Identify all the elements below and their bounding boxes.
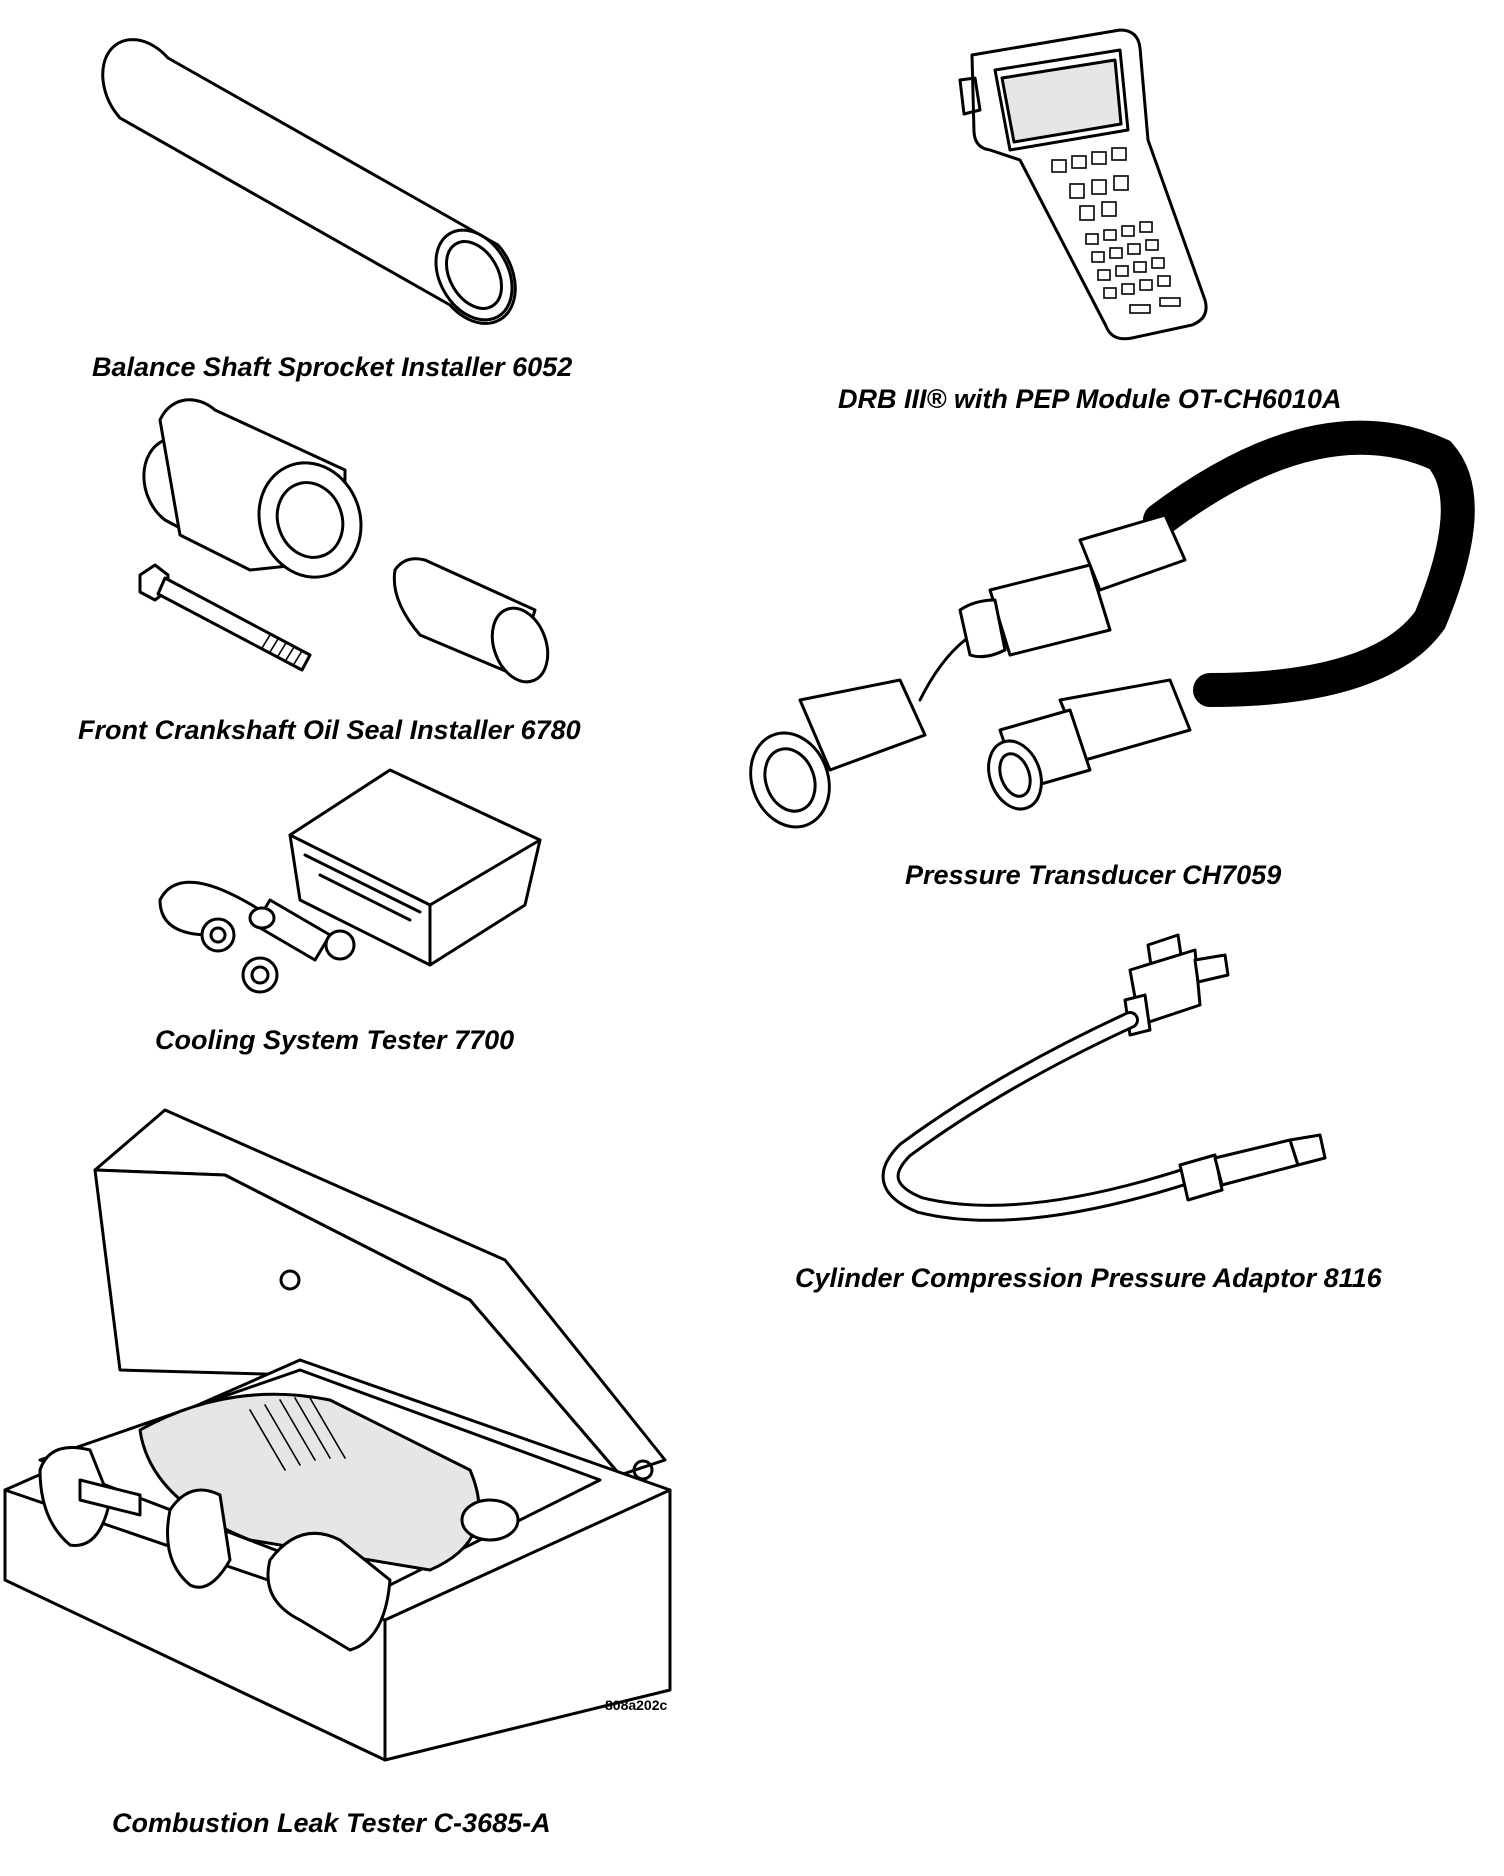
figure-code-label: 808a202c [605, 1697, 668, 1713]
caption-front-crankshaft-oil-seal-installer: Front Crankshaft Oil Seal Installer 6780 [78, 715, 581, 745]
compression-adaptor-drawing [881, 933, 1327, 1222]
caption-pressure-transducer: Pressure Transducer CH7059 [905, 860, 1282, 890]
drb-iii-scan-tool-drawing [958, 28, 1208, 341]
cooling-system-tester-drawing [158, 768, 542, 994]
sprocket-installer-tube-drawing [101, 38, 517, 325]
caption-drb-iii-pep-module: DRB III® with PEP Module OT-CH6010A [838, 384, 1342, 414]
pressure-transducer-drawing [749, 420, 1475, 829]
caption-combustion-leak-tester: Combustion Leak Tester C-3685-A [112, 1808, 551, 1838]
combustion-leak-tester-drawing [3, 1108, 672, 1762]
caption-cylinder-compression-pressure-adaptor: Cylinder Compression Pressure Adaptor 81… [795, 1263, 1382, 1293]
caption-cooling-system-tester: Cooling System Tester 7700 [155, 1025, 515, 1055]
oil-seal-installer-drawing [138, 398, 550, 684]
caption-balance-shaft-sprocket-installer: Balance Shaft Sprocket Installer 6052 [92, 352, 573, 382]
